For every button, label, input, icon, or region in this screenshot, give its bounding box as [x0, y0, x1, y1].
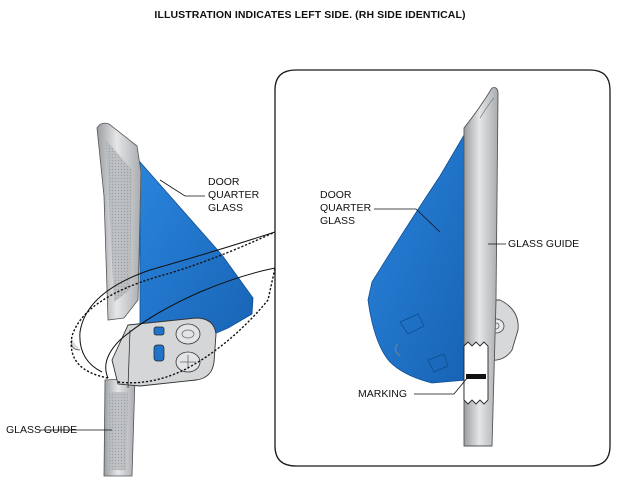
right-door-quarter-glass — [367, 128, 468, 384]
left-guide-lower-texture — [108, 392, 128, 470]
left-bracket-slot-lower — [153, 344, 165, 362]
left-assembly — [71, 122, 254, 477]
left-bracket-slot-upper — [153, 326, 165, 336]
right-glass-label: DOOR QUARTER GLASS — [320, 189, 371, 228]
leader-lines — [40, 179, 506, 431]
left-glass-label-line3: GLASS — [208, 202, 244, 214]
diagram-title: ILLUSTRATION INDICATES LEFT SIDE. (RH SI… — [154, 9, 466, 21]
marking-stripe — [466, 374, 486, 379]
marking-label: MARKING — [358, 388, 408, 400]
left-glass-label-line2: QUARTER — [208, 189, 260, 201]
right-glass-label-line1: DOOR — [320, 189, 352, 201]
right-guide-label: GLASS GUIDE — [508, 238, 580, 250]
left-glass-label: DOOR QUARTER GLASS — [208, 176, 259, 215]
left-guide-label: GLASS GUIDE — [6, 424, 78, 436]
zoom-callout-connector — [70, 231, 276, 384]
left-bracket-boss-upper — [175, 323, 201, 345]
leader-right-glass — [374, 208, 441, 233]
right-glass-label-line3: GLASS — [320, 215, 356, 227]
leader-left-glass — [159, 179, 205, 197]
left-guide-texture — [106, 140, 132, 302]
left-glass-label-line1: DOOR — [208, 176, 240, 188]
leader-marking — [414, 376, 469, 395]
right-guide-cutaway — [463, 341, 489, 405]
right-glass-label-line2: QUARTER — [320, 202, 372, 214]
right-assembly — [367, 87, 519, 447]
